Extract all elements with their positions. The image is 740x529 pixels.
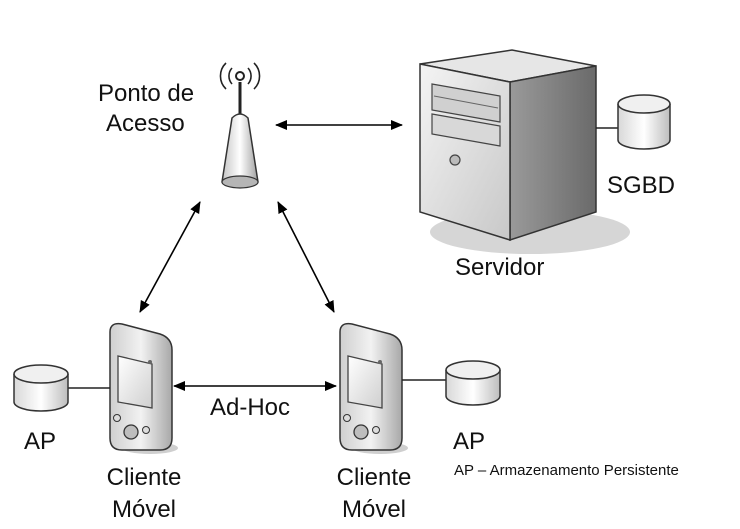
right-storage-icon — [402, 360, 501, 406]
right-client-label-line2: Móvel — [341, 496, 407, 523]
access-point-label-line1: Ponto de — [98, 80, 195, 107]
right-client-label-line1: Cliente — [336, 464, 412, 491]
left-storage-label: AP — [24, 428, 57, 455]
right-client-device-icon — [339, 322, 408, 454]
left-storage-icon — [13, 364, 110, 412]
right-storage-label: AP — [453, 428, 486, 455]
access-point-icon — [219, 62, 261, 189]
server-label: Servidor — [455, 254, 545, 281]
server-icon — [419, 49, 630, 254]
database-label: SGBD — [607, 172, 676, 199]
left-client-label-line1: Cliente — [106, 464, 182, 491]
left-client-device-icon — [109, 322, 178, 454]
legend-text: AP – Armazenamento Persistente — [454, 462, 679, 479]
left-client-label-line2: Móvel — [111, 496, 177, 523]
ad-hoc-label: Ad-Hoc — [210, 394, 291, 421]
ap-right-client-link-arrow — [277, 201, 335, 313]
access-point-label-line2: Acesso — [106, 110, 185, 137]
database-icon — [596, 94, 671, 150]
ap-left-client-link-arrow — [139, 201, 201, 313]
